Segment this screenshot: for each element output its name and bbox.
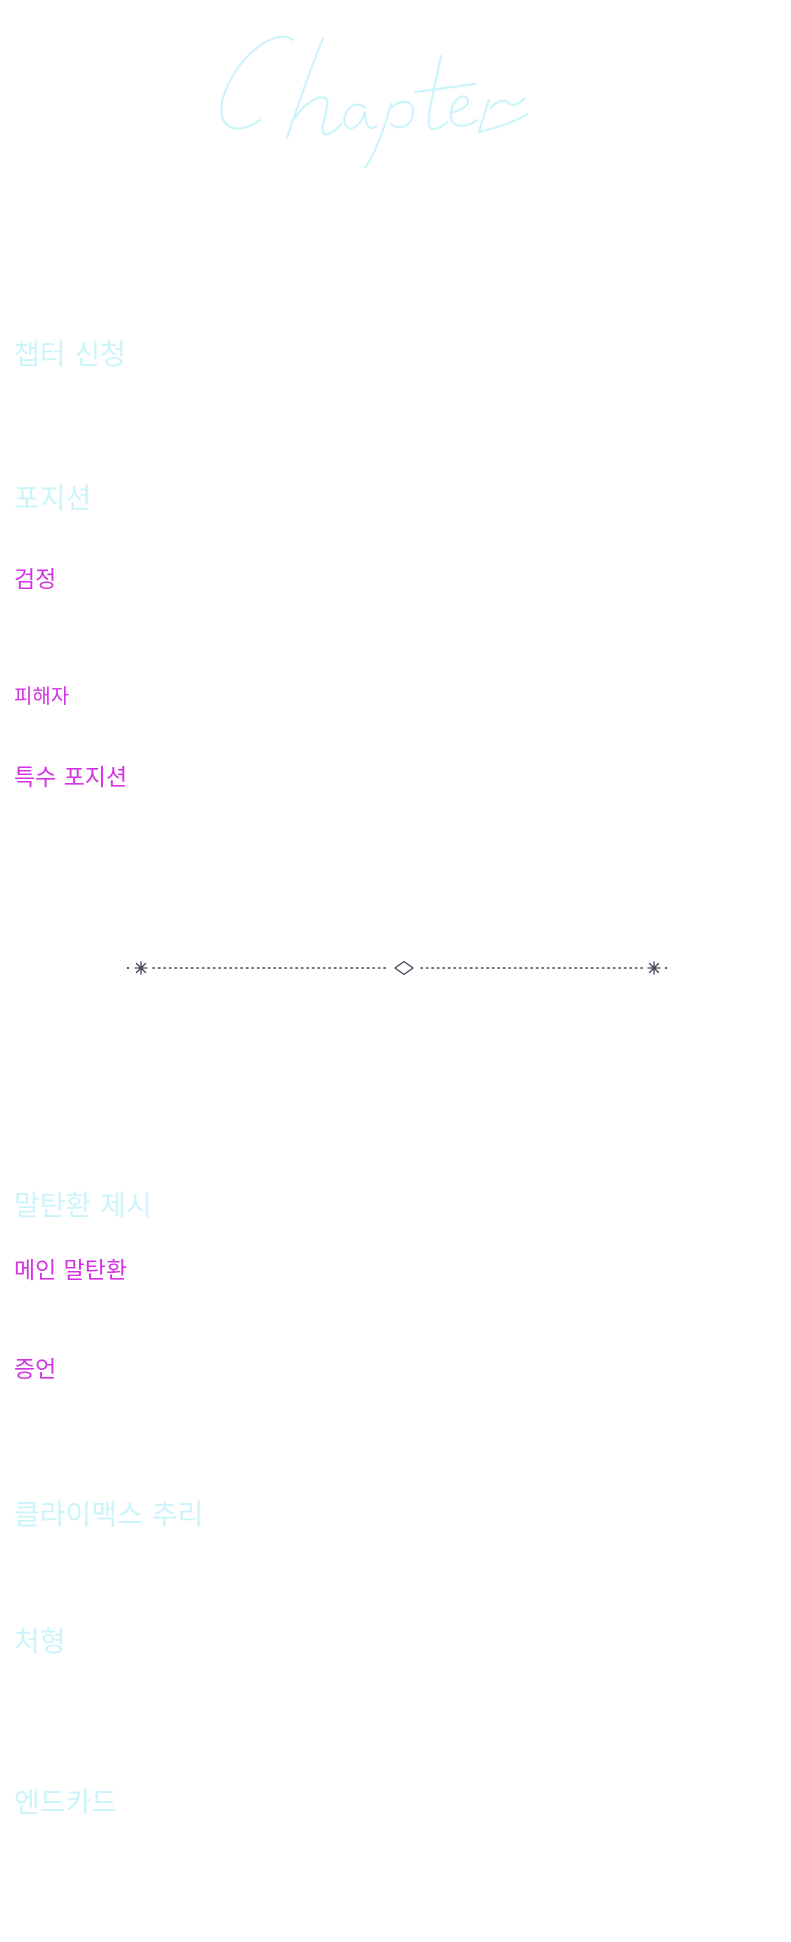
main-ring-item: 메인 말탄환 — [14, 1258, 128, 1284]
position-black-item: 검정 — [14, 567, 57, 593]
chapter-application-heading: 챕터 신청 — [14, 338, 126, 371]
climax-reasoning-heading: 클라이맥스 추리 — [14, 1498, 204, 1531]
testimony-item: 증언 — [14, 1357, 57, 1383]
chapter-logo: Chapter — [220, 35, 529, 168]
special-position-item: 특수 포지션 — [14, 765, 128, 791]
execution-heading: 처형 — [14, 1625, 66, 1658]
dialogue-ring-heading: 말탄환 제시 — [14, 1189, 152, 1222]
position-heading: 포지션 — [14, 482, 92, 515]
end-card-heading: 엔드카드 — [14, 1786, 118, 1819]
logo-text: Chapter — [325, 72, 485, 118]
position-victim-item: 피해자 — [14, 684, 70, 708]
section-divider — [126, 960, 668, 976]
